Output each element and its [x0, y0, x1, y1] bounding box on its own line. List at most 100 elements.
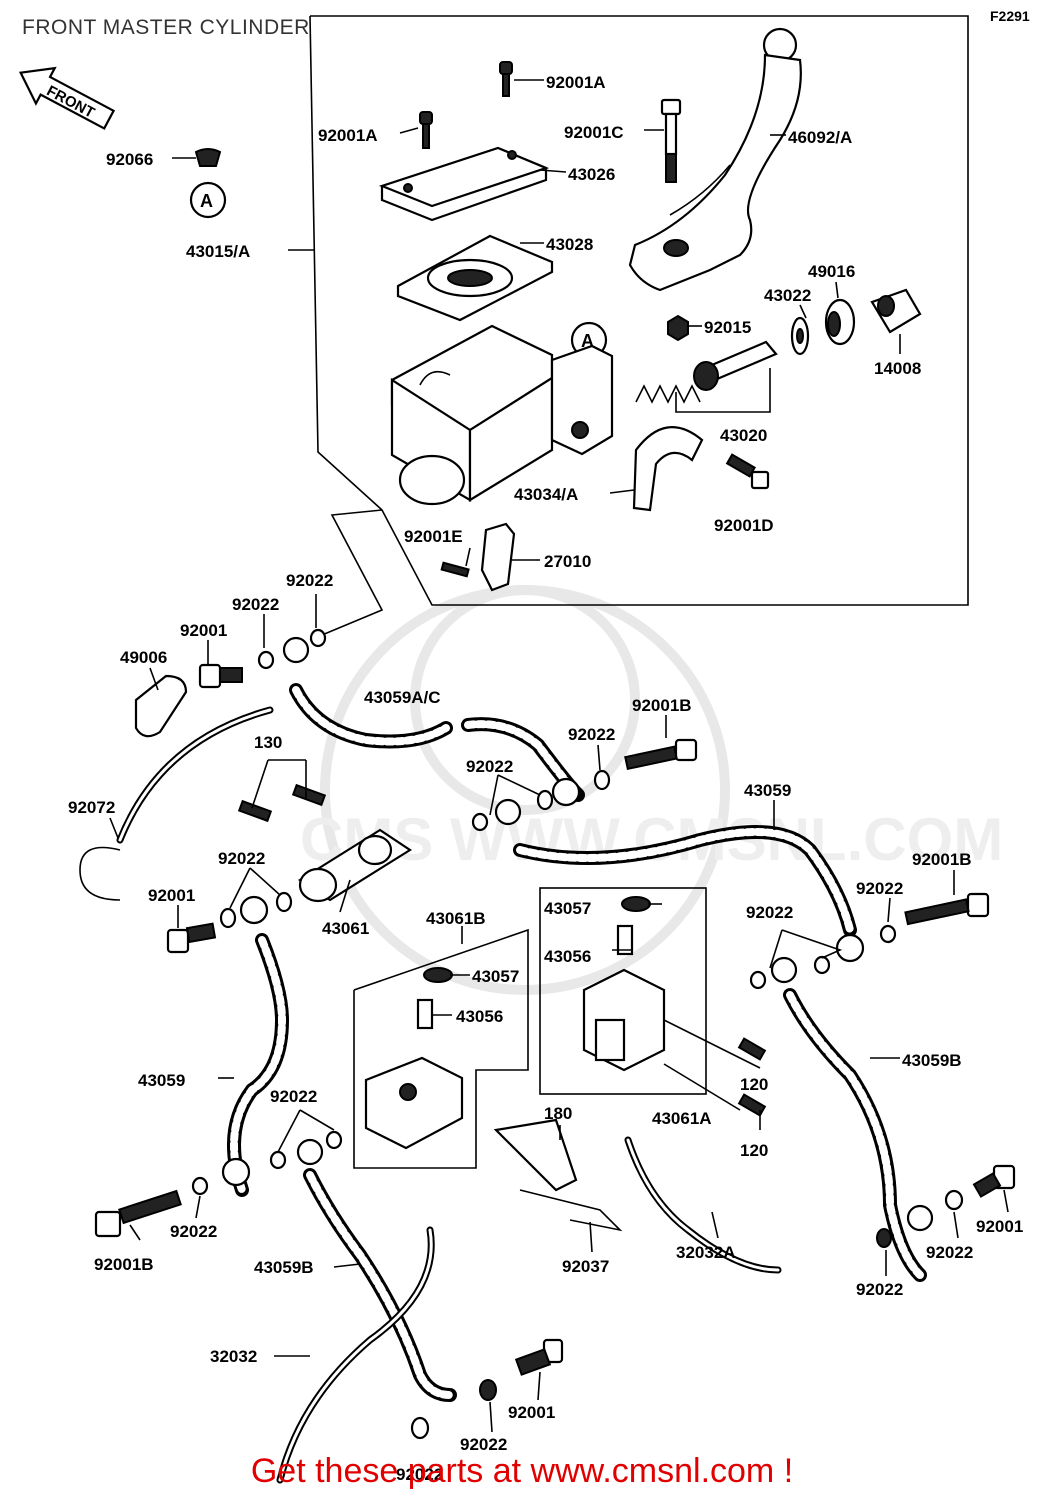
label-92001-c: 92001	[976, 1217, 1023, 1236]
joint-43061	[237, 783, 413, 903]
clamp-43034	[632, 426, 704, 512]
label-43022: 43022	[764, 286, 811, 305]
piston-assembly-43020	[635, 340, 778, 404]
label-92001d: 92001D	[714, 516, 774, 535]
label-43034a: 43034/A	[514, 485, 578, 504]
label-92022-m: 92022	[396, 1465, 443, 1484]
joint-43061b	[364, 967, 464, 1150]
label-92001-d: 92001	[508, 1403, 555, 1422]
screw-92001e	[440, 561, 470, 578]
leader-lines	[109, 79, 1009, 1433]
bolt-92001d	[725, 453, 770, 490]
label-43059b-a: 43059B	[902, 1051, 962, 1070]
bolt-92001c	[660, 98, 682, 183]
label-92001b-a: 92001B	[632, 696, 692, 715]
label-14008: 14008	[874, 359, 921, 378]
label-43057-a: 43057	[472, 967, 519, 986]
label-92022-f: 92022	[856, 879, 903, 898]
label-92001b-c: 92001B	[94, 1255, 154, 1274]
label-92022-e: 92022	[218, 849, 265, 868]
nut-92015	[667, 314, 689, 342]
label-130: 130	[254, 733, 282, 752]
label-92022-h: 92022	[270, 1087, 317, 1106]
brake-lever-46092	[628, 27, 802, 292]
label-43059-b: 43059	[138, 1071, 185, 1090]
watermark-text: CMS WWW.CMSNL.COM	[300, 806, 1003, 873]
label-92022-j: 92022	[926, 1243, 973, 1262]
boot-14008	[870, 288, 922, 334]
footer-promo-text: Get these parts at www.cmsnl.com !	[250, 1452, 794, 1490]
label-92001-b: 92001	[148, 886, 195, 905]
screw-92001a-top	[499, 61, 513, 97]
master-cylinder-body	[390, 324, 614, 506]
label-49016: 49016	[808, 262, 855, 281]
label-120-a: 120	[740, 1075, 768, 1094]
label-43061a: 43061A	[652, 1109, 712, 1128]
label-43059-a: 43059	[744, 781, 791, 800]
label-43061: 43061	[322, 919, 369, 938]
figure-code: F2291	[990, 8, 1030, 24]
clip-92072	[79, 846, 121, 901]
label-92022-g: 92022	[746, 903, 793, 922]
banjo-bolts	[94, 663, 1016, 1376]
bleeder-cap-49006	[134, 674, 188, 738]
reservoir-cap-43026	[378, 146, 550, 222]
label-92001-a: 92001	[180, 621, 227, 640]
joint-43061a-boundary	[539, 887, 707, 1095]
label-46092a: 46092/A	[788, 128, 852, 147]
label-32032a: 32032A	[676, 1243, 736, 1262]
label-43020: 43020	[720, 426, 767, 445]
label-92001b-b: 92001B	[912, 850, 972, 869]
brake-pipes	[116, 706, 782, 1484]
label-43056-a: 43056	[456, 1007, 503, 1026]
label-180: 180	[544, 1104, 572, 1123]
label-43059ac: 43059A/C	[364, 688, 441, 707]
label-92022-c: 92022	[568, 725, 615, 744]
label-92015: 92015	[704, 318, 751, 337]
page-title: FRONT MASTER CYLINDER	[22, 16, 310, 39]
callout-a-left: A	[189, 181, 227, 219]
seal-49016	[824, 298, 856, 346]
joint-43061b-boundary	[353, 928, 529, 1169]
label-92001c: 92001C	[564, 123, 624, 142]
label-43057-b: 43057	[544, 899, 591, 918]
label-92022-d: 92022	[466, 757, 513, 776]
label-43028: 43028	[546, 235, 593, 254]
label-92001e: 92001E	[404, 527, 463, 546]
assembly-lead	[309, 509, 384, 641]
label-92022-i: 92022	[170, 1222, 217, 1241]
cap-92066	[194, 148, 222, 167]
label-92072: 92072	[68, 798, 115, 817]
part-labels: 92001A 92001A 92001C 46092/A 92066 43026…	[68, 73, 1023, 1484]
label-92022-k: 92022	[856, 1280, 903, 1299]
label-43026: 43026	[568, 165, 615, 184]
diaphragm-43028	[396, 234, 554, 322]
label-49006: 49006	[120, 648, 167, 667]
label-92022-a: 92022	[286, 571, 333, 590]
label-92022-b: 92022	[232, 595, 279, 614]
label-43059b-b: 43059B	[254, 1258, 314, 1277]
label-92037: 92037	[562, 1257, 609, 1276]
bracket-27010	[480, 522, 516, 592]
label-120-b: 120	[740, 1141, 768, 1160]
front-arrow-icon: FRONT	[18, 66, 116, 130]
label-43015a: 43015/A	[186, 242, 250, 261]
banjo-fittings	[221, 636, 934, 1232]
label-92022-l: 92022	[460, 1435, 507, 1454]
sealing-washers	[191, 628, 964, 1440]
label-92066: 92066	[106, 150, 153, 169]
callout-a-left-letter: A	[200, 191, 213, 211]
screw-92001a-left	[419, 111, 433, 149]
bracket-180	[493, 1118, 623, 1232]
joint-43061a	[582, 896, 666, 1072]
watermark: CMS WWW.CMSNL.COM	[300, 585, 1003, 995]
label-32032: 32032	[210, 1347, 257, 1366]
washer-43022	[790, 316, 810, 356]
label-92001a-top: 92001A	[546, 73, 606, 92]
label-27010: 27010	[544, 552, 591, 571]
bolts-120	[737, 1037, 767, 1117]
label-43061b: 43061B	[426, 909, 486, 928]
label-92001a-left: 92001A	[318, 126, 378, 145]
label-43056-b: 43056	[544, 947, 591, 966]
